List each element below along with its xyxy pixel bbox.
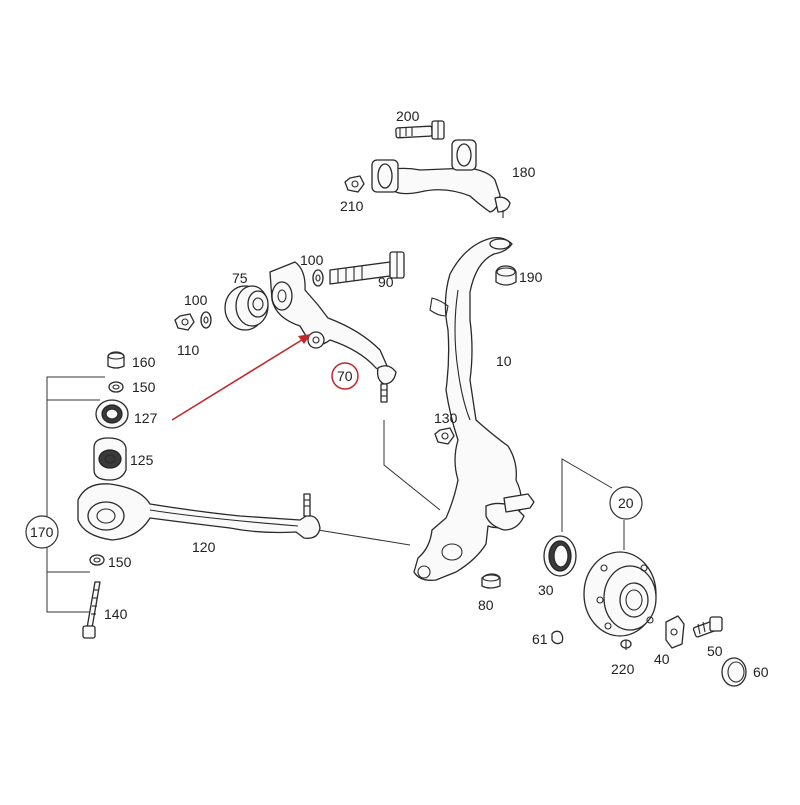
label-127: 127 <box>134 410 158 426</box>
part-100-washer <box>312 269 324 287</box>
label-220: 220 <box>611 661 635 677</box>
part-127-bushing <box>95 399 129 429</box>
label-40: 40 <box>654 651 670 667</box>
part-110-nut <box>174 313 195 331</box>
part-75-bushing <box>224 285 269 331</box>
label-150-lower: 150 <box>108 554 132 570</box>
label-160: 160 <box>132 354 156 370</box>
label-110: 110 <box>177 342 200 358</box>
part-200-bolt <box>395 120 445 140</box>
label-140: 140 <box>104 606 128 622</box>
label-61: 61 <box>532 631 548 647</box>
leader-70-to-10-b <box>317 529 411 546</box>
label-100-left: 100 <box>184 292 208 308</box>
label-210: 210 <box>340 198 364 214</box>
leader-70-to-10 <box>383 420 441 511</box>
part-120-lower-arm <box>77 483 321 541</box>
label-50: 50 <box>707 643 723 659</box>
label-60: 60 <box>753 664 769 680</box>
bracket-20 <box>561 458 613 532</box>
label-10: 10 <box>496 353 512 369</box>
label-90: 90 <box>378 274 394 290</box>
label-100-upper: 100 <box>300 252 324 268</box>
callout-170 <box>25 515 59 549</box>
part-80-nut <box>481 573 501 589</box>
part-60-dust-cap <box>721 657 747 687</box>
label-130: 130 <box>434 410 458 426</box>
part-20-wheel-hub <box>583 551 657 637</box>
part-190-cap <box>495 265 517 286</box>
label-120: 120 <box>192 539 216 555</box>
label-125: 125 <box>130 452 154 468</box>
part-160-cap <box>107 351 125 369</box>
label-20: 20 <box>618 495 634 511</box>
part-130-nut <box>434 427 455 445</box>
part-140-bolt <box>82 581 101 639</box>
part-50-bolt <box>692 616 723 638</box>
label-70: 70 <box>337 368 353 384</box>
bracket-170 <box>46 376 105 613</box>
part-150-washer <box>108 381 124 393</box>
part-100-washer-left <box>200 311 212 329</box>
part-180-upper-arm <box>371 139 511 218</box>
label-190: 190 <box>519 269 543 285</box>
part-40-bracket <box>665 615 685 649</box>
label-30: 30 <box>538 582 554 598</box>
part-61-bolt <box>551 630 564 645</box>
part-210-nut <box>344 175 365 193</box>
highlight-circle-70 <box>331 362 359 390</box>
part-30-seal <box>543 535 577 577</box>
part-150-washer-lower <box>89 554 105 566</box>
label-75: 75 <box>232 270 248 286</box>
red-pointer-arrow <box>171 334 311 421</box>
label-170: 170 <box>30 524 54 540</box>
callout-20 <box>609 486 643 520</box>
part-10-steering-knuckle <box>413 236 535 581</box>
part-70-control-arm <box>269 261 397 403</box>
part-125-bushing <box>93 437 127 481</box>
part-90-bolt <box>329 251 405 285</box>
label-80: 80 <box>478 597 494 613</box>
part-220-stud <box>620 639 632 650</box>
label-200: 200 <box>396 108 420 124</box>
label-150-upper: 150 <box>132 379 156 395</box>
label-180: 180 <box>512 164 536 180</box>
